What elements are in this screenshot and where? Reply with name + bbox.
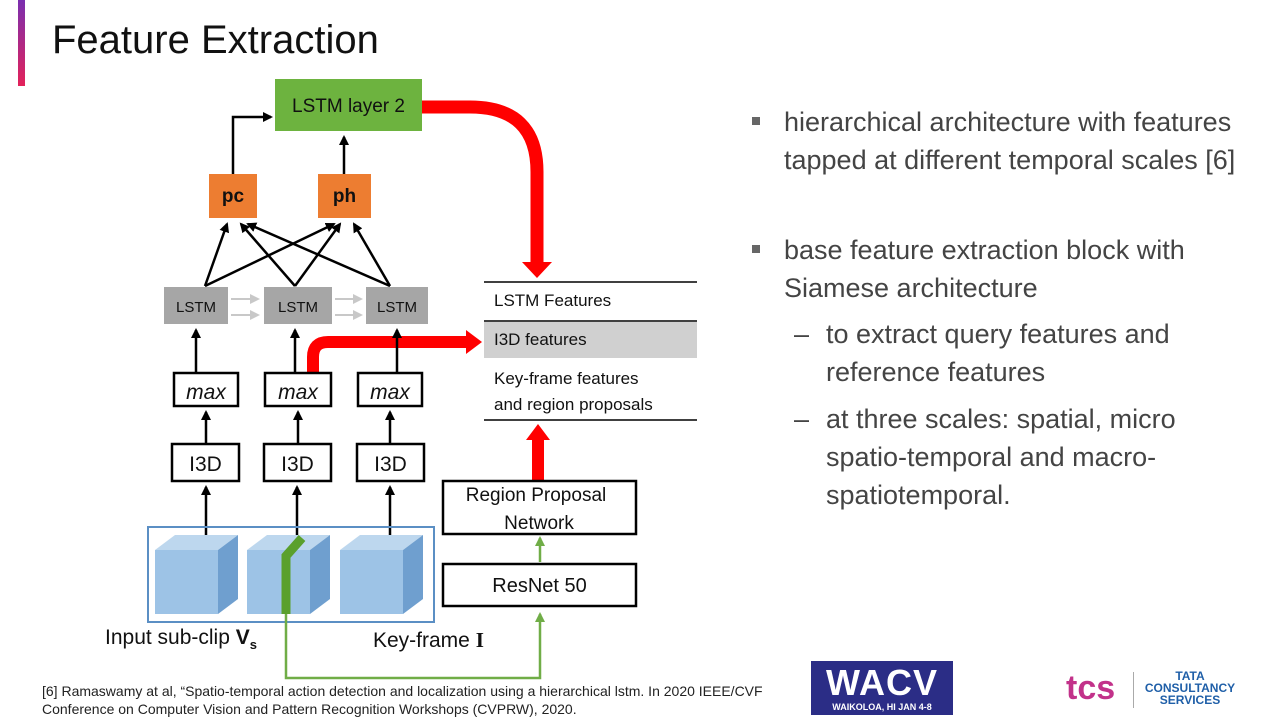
keyframe-features-label-2: and region proposals	[494, 395, 653, 414]
sub-bullet-2-text: at three scales: spatial, micro spatio-t…	[826, 404, 1176, 510]
wacv-logo-subtext: WAIKOLOA, HI JAN 4-8	[832, 702, 932, 712]
rpn-box: Region Proposal Network	[441, 479, 638, 536]
i3d-label-2: I3D	[281, 453, 314, 476]
i3d-label-3: I3D	[374, 453, 407, 476]
tata-line-3: SERVICES	[1159, 693, 1221, 707]
accent-bar	[18, 0, 25, 86]
wacv-logo-text: WACV	[826, 662, 938, 703]
i3d-to-max-arrows	[201, 410, 395, 443]
pc-label: pc	[222, 186, 245, 207]
dash-icon: –	[794, 319, 810, 349]
bullet-list: hierarchical architecture with features …	[748, 103, 1248, 514]
dash-icon: –	[794, 404, 810, 434]
lstm-to-pc-ph-arrows	[203, 222, 392, 288]
i3d-features-highlight	[484, 322, 697, 358]
tata-line-1: TATA	[1175, 669, 1205, 683]
rpn-label-2: Network	[504, 513, 574, 534]
max-label-1: max	[186, 381, 227, 404]
i3d-box-1: I3D	[170, 442, 241, 483]
arrow-pc-to-lstm2	[231, 112, 273, 174]
bullet-2-text: base feature extraction block with Siame…	[784, 235, 1185, 303]
footnote-line-2: Conference on Computer Vision and Patter…	[42, 701, 577, 717]
bullet-2: base feature extraction block with Siame…	[748, 231, 1248, 307]
sub-bullet-2: – at three scales: spatial, micro spatio…	[748, 400, 1248, 514]
lstm-box-1: LSTM	[164, 287, 228, 324]
max-to-lstm-arrows	[191, 328, 402, 372]
keyframe-features-label-1: Key-frame features	[494, 369, 639, 388]
input-clip-frame	[147, 526, 435, 623]
max-box-2: max	[263, 371, 333, 408]
green-path-to-resnet	[284, 612, 545, 680]
resnet-label: ResNet 50	[492, 575, 587, 597]
lstm-features-label: LSTM Features	[494, 291, 611, 310]
max-label-3: max	[370, 381, 411, 404]
recurrent-arrows	[231, 294, 363, 320]
slide-title: Feature Extraction	[52, 18, 379, 62]
lstm-box-2: LSTM	[264, 287, 332, 324]
sub-bullet-1: – to extract query features and referenc…	[748, 315, 1248, 391]
tata-consultancy-logo: TATA CONSULTANCY SERVICES	[1140, 670, 1240, 706]
red-arrow-lstm2-to-features	[422, 100, 552, 278]
bullet-square-icon	[752, 245, 760, 253]
cube-1	[155, 535, 238, 614]
lstm-label-3: LSTM	[377, 299, 417, 316]
bullet-1-text: hierarchical architecture with features …	[784, 107, 1236, 175]
resnet-box: ResNet 50	[441, 562, 638, 608]
keyframe-label: Key-frame I	[373, 628, 484, 652]
ph-label: ph	[333, 186, 356, 207]
sub-bullet-1-text: to extract query features and reference …	[826, 319, 1170, 387]
lstm-label-2: LSTM	[278, 299, 318, 316]
cube-3	[340, 535, 423, 614]
i3d-box-3: I3D	[355, 442, 426, 483]
cube-to-i3d-arrows	[201, 485, 395, 536]
red-arrow-max-to-i3d-features	[307, 330, 482, 372]
pc-box: pc	[209, 174, 257, 218]
max-label-2: max	[278, 381, 319, 404]
wacv-logo: WACV WAIKOLOA, HI JAN 4-8	[811, 661, 953, 715]
i3d-features-label: I3D features	[494, 330, 587, 349]
bullet-square-icon	[752, 117, 760, 125]
tcs-logo: tcs	[1066, 669, 1116, 707]
red-arrow-rpn-to-features	[526, 424, 550, 480]
rpn-label-1: Region Proposal	[466, 485, 606, 506]
lstm-layer2-box: LSTM layer 2	[275, 79, 422, 131]
footnote-line-1: [6] Ramaswamy at al, “Spatio-temporal ac…	[42, 683, 763, 699]
input-subclip-label: Input sub-clip Vs	[105, 626, 257, 652]
cube-2	[247, 535, 330, 614]
i3d-label-1: I3D	[189, 453, 222, 476]
lstm-box-3: LSTM	[366, 287, 428, 324]
keyframe-slice	[281, 535, 306, 614]
max-box-1: max	[172, 371, 240, 408]
i3d-box-2: I3D	[262, 442, 333, 483]
tata-line-2: CONSULTANCY	[1144, 681, 1236, 695]
ph-box: ph	[318, 174, 371, 218]
lstm-layer2-label: LSTM layer 2	[292, 96, 405, 117]
max-box-3: max	[356, 371, 424, 408]
footnote: [6] Ramaswamy at al, “Spatio-temporal ac…	[42, 682, 812, 718]
logo-divider	[1133, 672, 1134, 708]
features-table: LSTM Features I3D features Key-frame fea…	[484, 281, 697, 421]
bullet-1: hierarchical architecture with features …	[748, 103, 1248, 179]
lstm-label-1: LSTM	[176, 299, 216, 316]
